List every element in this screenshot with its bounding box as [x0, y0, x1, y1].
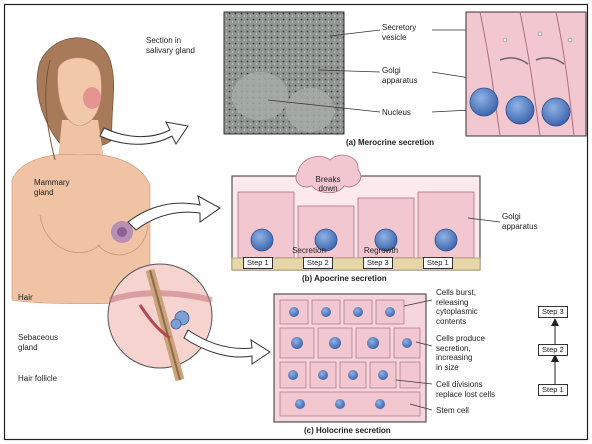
label-mammary-gland: Mammary gland [34, 178, 70, 197]
label-cell-divisions: Cell divisions replace lost cells [436, 380, 495, 399]
label-breaks-down: Breaks down [306, 175, 350, 193]
merocrine-cells [466, 12, 586, 136]
label-hair-follicle: Hair follicle [18, 374, 57, 384]
label-nucleus: Nucleus [382, 108, 411, 118]
label-secretion: Secretion [282, 246, 336, 255]
label-cells-produce: Cells produce secretion, increasing in s… [436, 334, 485, 372]
label-regrowth: Regrowth [354, 246, 408, 255]
label-sebaceous-gland: Sebaceous gland [18, 333, 58, 352]
label-secretory-vesicle: Secretory vesicle [382, 23, 416, 42]
sequence-step-2: Step 2 [538, 344, 568, 356]
caption-merocrine: (a) Merocrine secretion [346, 138, 434, 147]
label-hair: Hair [18, 293, 33, 303]
caption-holocrine: (c) Holocrine secretion [304, 426, 391, 435]
sequence-step-1: Step 1 [538, 384, 568, 396]
label-cells-burst: Cells burst, releasing cytoplasmic conte… [436, 288, 478, 326]
holocrine-cells [274, 294, 432, 422]
apocrine-step-3: Step 3 [363, 257, 393, 269]
apocrine-step-1: Step 1 [243, 257, 273, 269]
label-section-salivary: Section in salivary gland [146, 36, 195, 55]
label-stem-cell: Stem cell [436, 406, 469, 416]
apocrine-step-2: Step 2 [303, 257, 333, 269]
apocrine-step-1-repeat: Step 1 [423, 257, 453, 269]
sequence-step-3: Step 3 [538, 306, 568, 318]
label-golgi-apocrine: Golgi apparatus [502, 212, 538, 231]
caption-apocrine: (b) Apocrine secretion [302, 274, 387, 283]
label-golgi-merocrine: Golgi apparatus [382, 66, 418, 85]
